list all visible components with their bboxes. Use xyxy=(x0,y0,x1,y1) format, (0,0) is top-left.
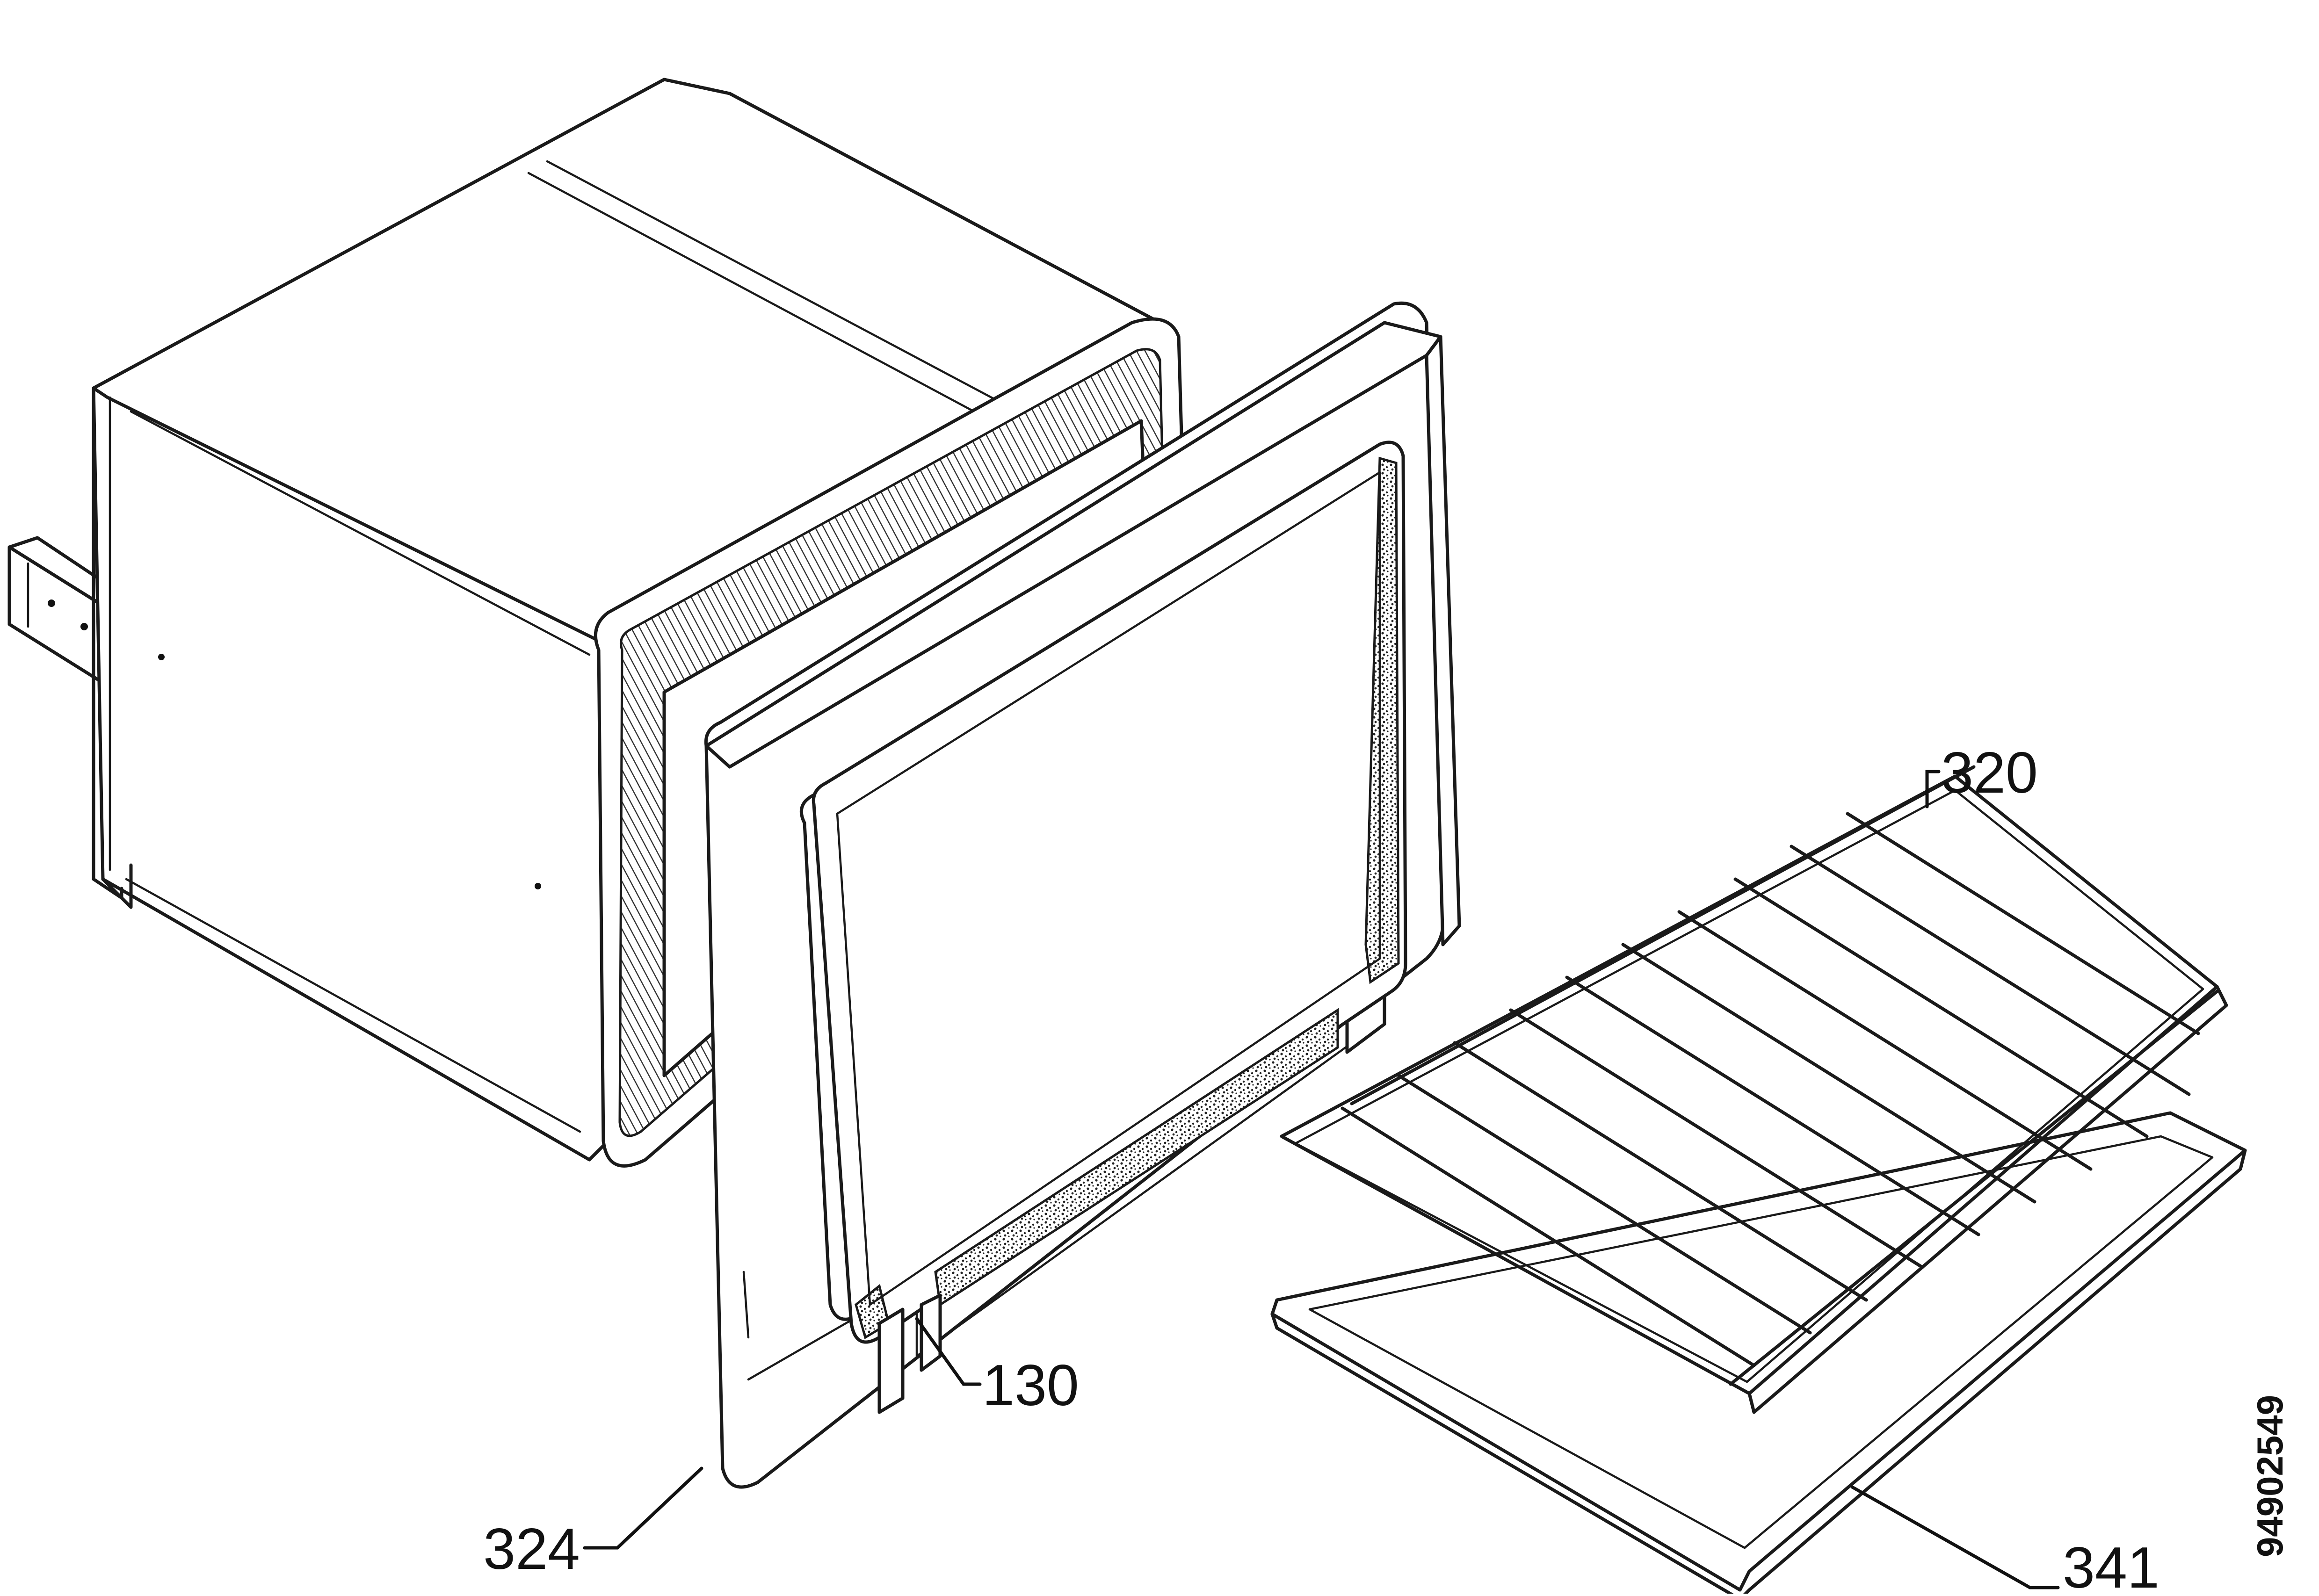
baking-tray xyxy=(1270,1111,2247,1596)
wire-shelf xyxy=(1280,765,2228,1414)
callout-341: 341 xyxy=(2063,1536,2160,1594)
callout-320: 320 xyxy=(1941,741,2038,805)
callout-130: 130 xyxy=(982,1353,1079,1418)
door-gasket xyxy=(812,441,1407,1414)
drawing-number: 94902549 xyxy=(2249,1395,2290,1557)
callout-324: 324 xyxy=(483,1517,580,1582)
shelf-rods xyxy=(1341,812,2200,1367)
leader-lines xyxy=(583,770,2060,1589)
